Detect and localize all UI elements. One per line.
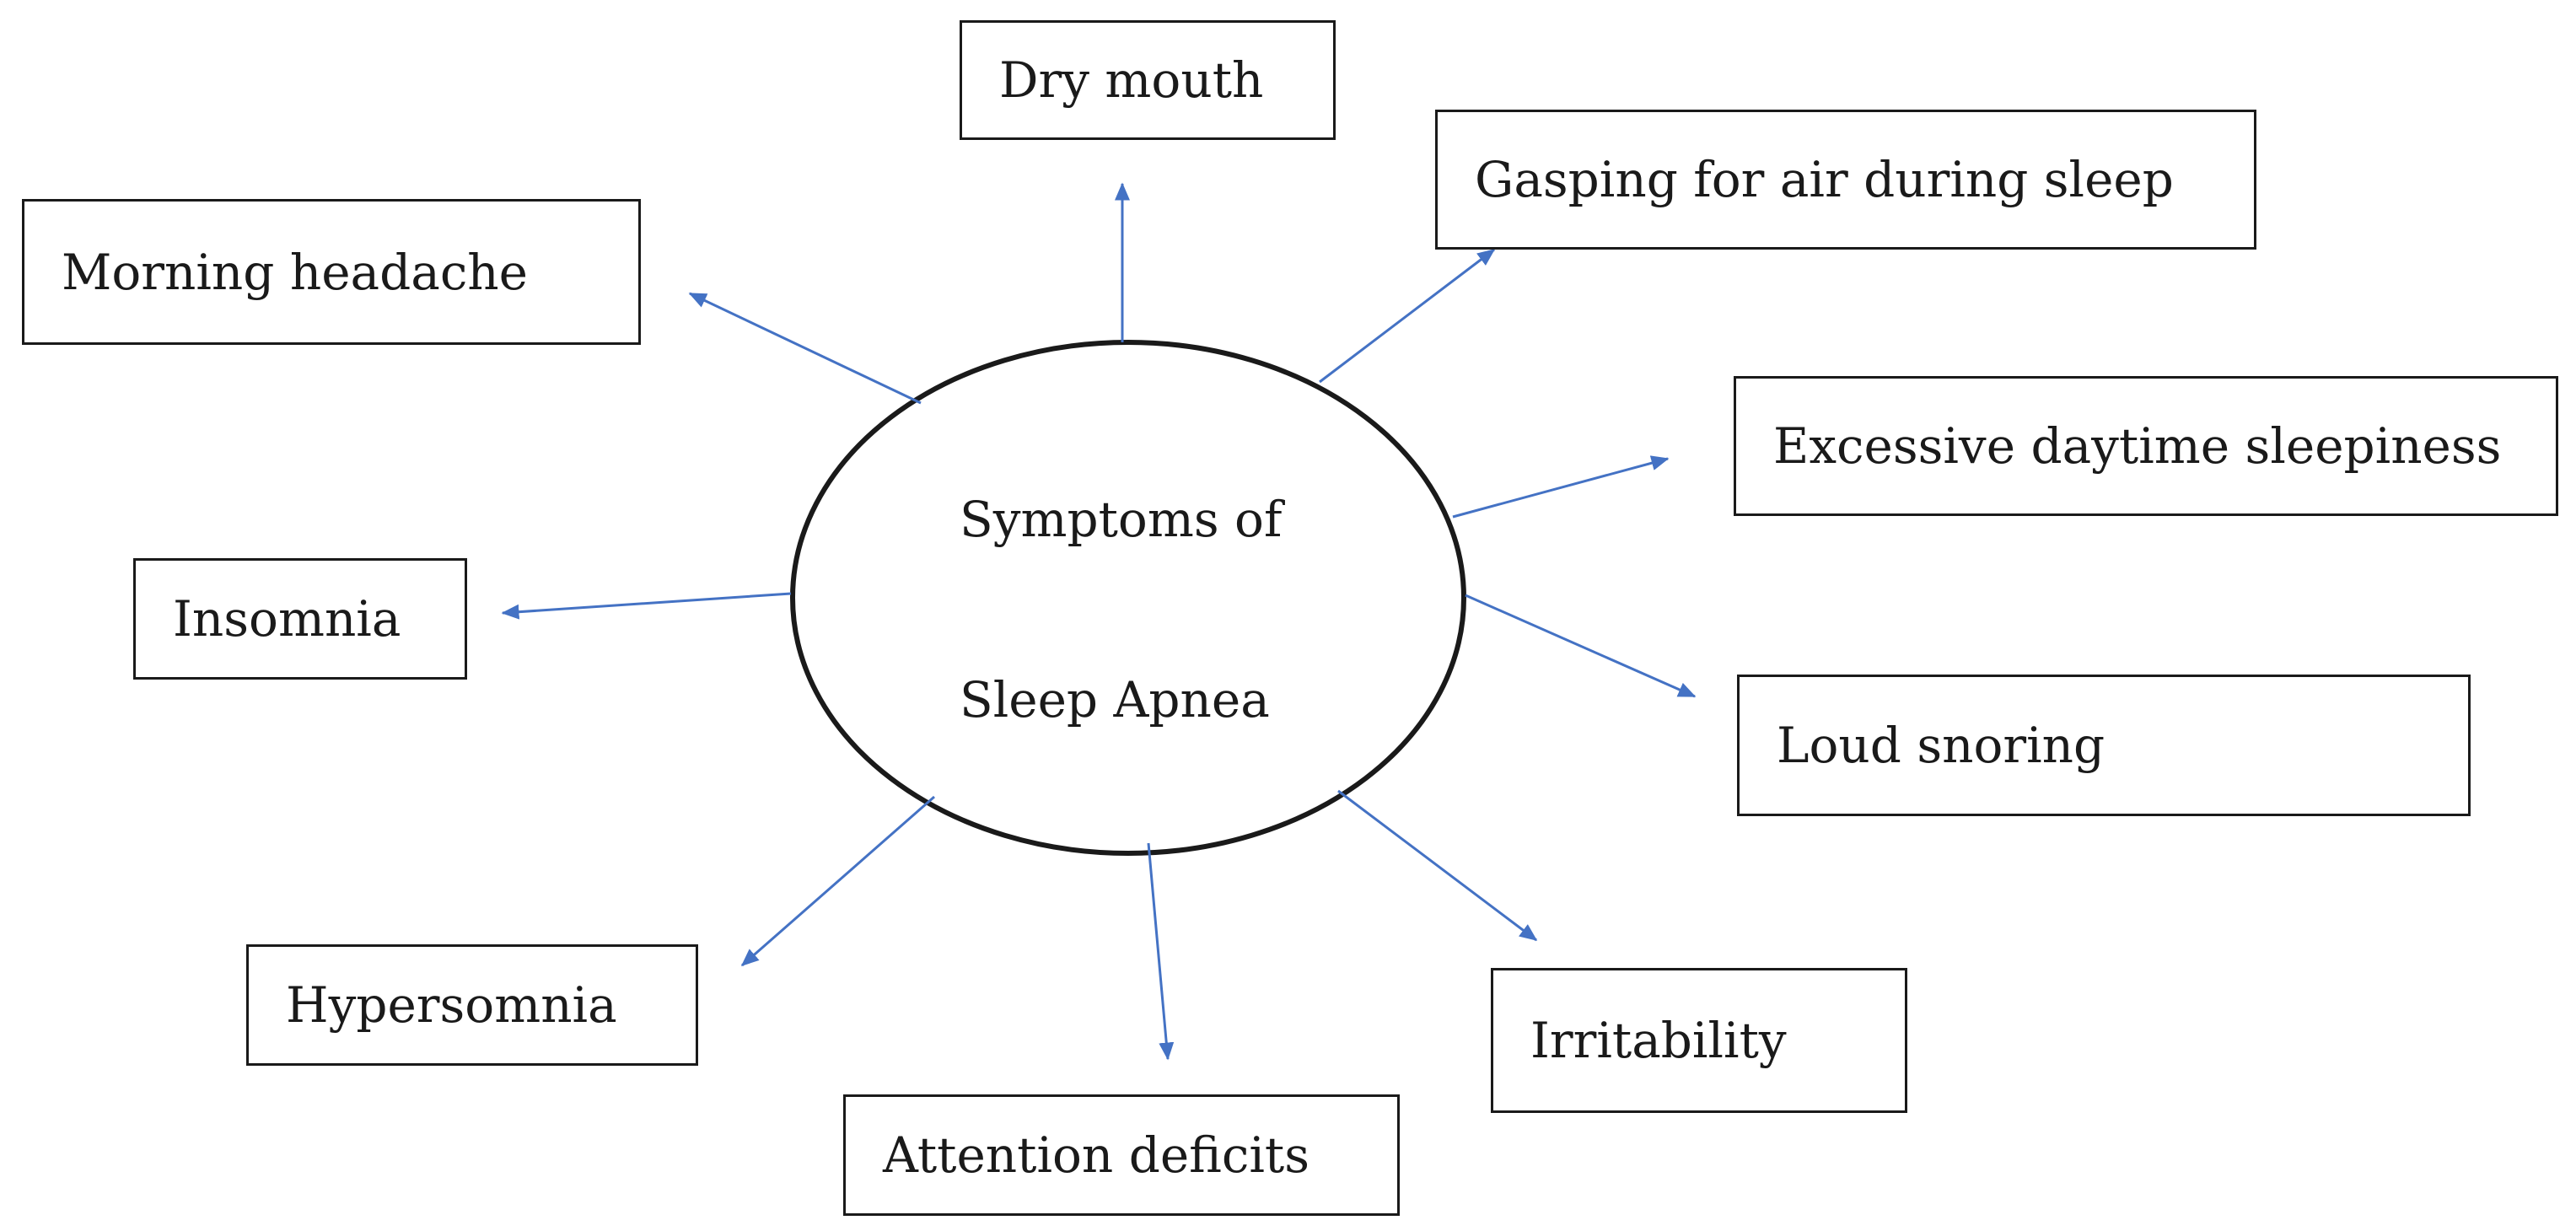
center-label-line-1: Symptoms of: [960, 491, 1283, 548]
symptom-box-gasping: Gasping for air during sleep: [1435, 110, 2256, 250]
arrow-attention-deficits: [1147, 842, 1175, 1061]
arrow-insomnia: [501, 592, 792, 620]
arrow-morning-headache: [688, 292, 922, 405]
symptom-box-loud-snoring: Loud snoring: [1737, 675, 2471, 816]
center-label-line-2: Sleep Apnea: [960, 671, 1270, 728]
symptom-box-insomnia: Insomnia: [133, 558, 467, 680]
symptom-box-dry-mouth: Dry mouth: [960, 20, 1336, 140]
arrow-irritability: [1337, 789, 1538, 942]
symptom-box-irritability: Irritability: [1491, 968, 1907, 1113]
arrow-gasping: [1319, 248, 1496, 384]
center-ellipse: [790, 340, 1466, 856]
symptom-box-hypersomnia: Hypersomnia: [246, 944, 698, 1066]
arrow-loud-snoring: [1465, 594, 1697, 698]
symptom-box-morning-headache: Morning headache: [22, 199, 641, 345]
arrow-daytime-sleepiness: [1452, 455, 1670, 519]
symptom-box-attention-deficits: Attention deficits: [843, 1094, 1400, 1216]
symptom-box-daytime-sleepiness: Excessive daytime sleepiness: [1734, 376, 2558, 516]
arrow-hypersomnia: [740, 795, 935, 967]
